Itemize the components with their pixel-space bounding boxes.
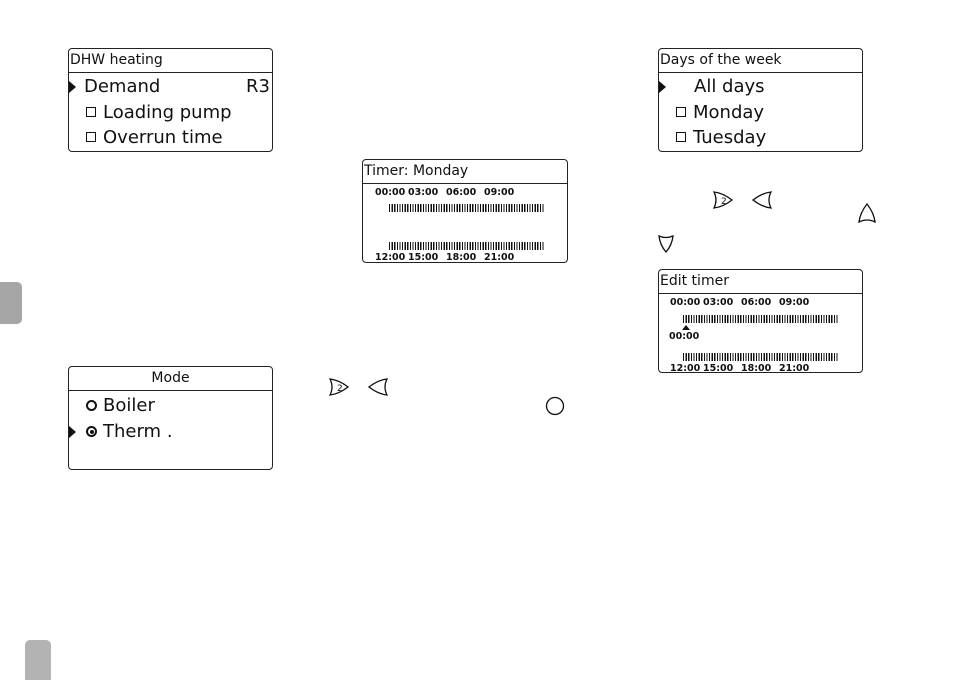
tick-label: 21:00 bbox=[484, 252, 514, 263]
screen-title: Mode bbox=[69, 367, 272, 391]
tick-label: 09:00 bbox=[779, 297, 809, 308]
mode-screen: Mode Boiler Therm . bbox=[68, 366, 273, 470]
tick-label: 18:00 bbox=[446, 252, 484, 263]
cursor-time: 00:00 bbox=[669, 331, 699, 342]
tick-label: 21:00 bbox=[779, 363, 809, 373]
ok-button-icon bbox=[545, 396, 565, 416]
checkbox-icon[interactable] bbox=[676, 107, 686, 117]
tick-label: 03:00 bbox=[703, 297, 741, 308]
page-tab bbox=[25, 640, 51, 680]
button-2-icon: 2 bbox=[328, 378, 350, 396]
dhw-heating-screen: DHW heating Demand R3 Loading pump Overr… bbox=[68, 48, 273, 152]
radio-off-icon[interactable] bbox=[86, 400, 97, 411]
mode-option-boiler[interactable]: Boiler bbox=[69, 393, 272, 419]
menu-item-overrun-time[interactable]: Overrun time bbox=[69, 125, 272, 151]
menu-item-demand[interactable]: Demand R3 bbox=[69, 74, 272, 100]
svg-text:2: 2 bbox=[721, 197, 727, 207]
selection-cursor-icon bbox=[69, 426, 76, 438]
screen-title: Edit timer bbox=[659, 270, 862, 294]
day-item-tuesday[interactable]: Tuesday bbox=[659, 125, 862, 151]
selection-cursor-icon bbox=[659, 81, 666, 93]
tick-label: 12:00 bbox=[375, 252, 408, 263]
left-button-icon bbox=[751, 191, 773, 209]
tick-label: 06:00 bbox=[446, 187, 484, 198]
menu-item-label: Loading pump bbox=[103, 100, 232, 126]
radio-on-icon[interactable] bbox=[86, 426, 97, 437]
tick-label: 09:00 bbox=[484, 187, 514, 198]
mode-option-label: Boiler bbox=[103, 393, 155, 419]
menu-item-value: R3 bbox=[246, 74, 270, 100]
day-item-label: All days bbox=[694, 74, 765, 100]
checkbox-icon[interactable] bbox=[86, 132, 96, 142]
mode-option-label: Therm . bbox=[103, 419, 173, 445]
mode-option-therm[interactable]: Therm . bbox=[69, 419, 272, 445]
tick-label: 18:00 bbox=[741, 363, 779, 373]
button-2-icon: 2 bbox=[712, 191, 734, 209]
screen-title: Timer: Monday bbox=[363, 160, 567, 184]
timeline-bars-am bbox=[683, 315, 839, 323]
timeline-bars-am bbox=[389, 204, 545, 212]
tick-label: 00:00 bbox=[375, 187, 408, 198]
down-button-icon bbox=[658, 235, 674, 253]
up-button-icon bbox=[858, 203, 876, 223]
chapter-tab bbox=[0, 282, 22, 324]
tick-label: 15:00 bbox=[408, 252, 446, 263]
checkbox-icon[interactable] bbox=[676, 132, 686, 142]
tick-label: 06:00 bbox=[741, 297, 779, 308]
menu-item-label: Overrun time bbox=[103, 125, 223, 151]
checkbox-icon[interactable] bbox=[86, 107, 96, 117]
menu-item-label: Demand bbox=[84, 74, 160, 100]
day-item-label: Tuesday bbox=[693, 125, 766, 151]
tick-label: 15:00 bbox=[703, 363, 741, 373]
svg-text:2: 2 bbox=[337, 384, 343, 394]
days-of-week-screen: Days of the week All days Monday Tuesday bbox=[658, 48, 863, 152]
day-item-label: Monday bbox=[693, 100, 764, 126]
tick-label: 00:00 bbox=[670, 297, 703, 308]
menu-item-loading-pump[interactable]: Loading pump bbox=[69, 100, 272, 126]
timeline-bars-pm bbox=[683, 353, 839, 361]
time-cursor-icon[interactable] bbox=[682, 325, 690, 330]
tick-label: 03:00 bbox=[408, 187, 446, 198]
selection-cursor-icon bbox=[69, 81, 76, 93]
timeline-bars-pm bbox=[389, 242, 545, 250]
screen-title: Days of the week bbox=[659, 49, 862, 73]
day-item-all-days[interactable]: All days bbox=[659, 74, 862, 100]
screen-title: DHW heating bbox=[69, 49, 272, 73]
left-button-icon bbox=[367, 378, 389, 396]
tick-label: 12:00 bbox=[670, 363, 703, 373]
day-item-monday[interactable]: Monday bbox=[659, 100, 862, 126]
